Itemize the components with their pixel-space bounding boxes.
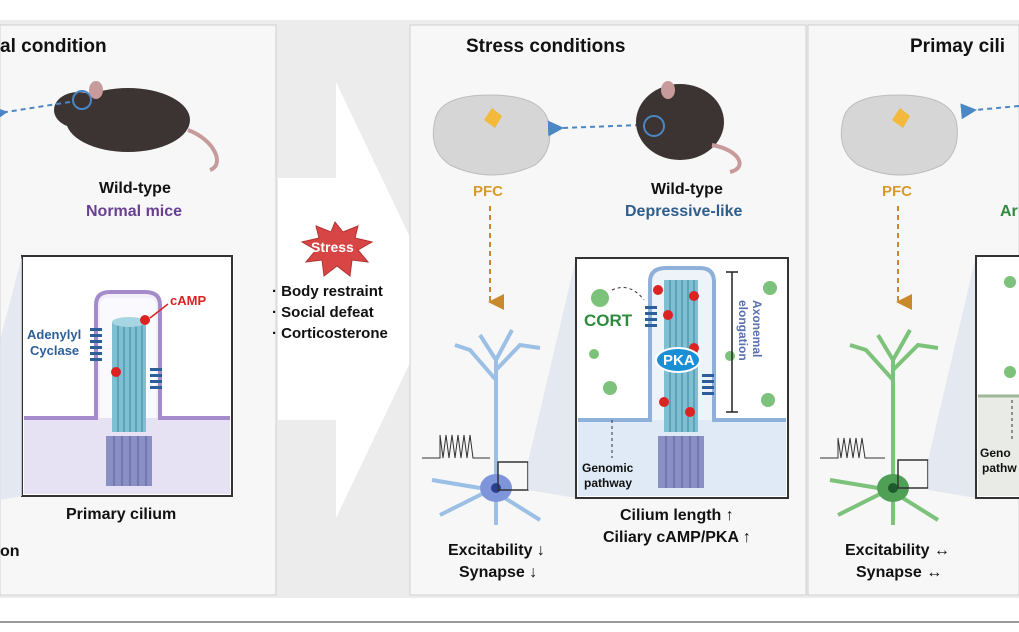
cort-label: CORT bbox=[584, 311, 633, 330]
axonemal-label-2: elongation bbox=[736, 300, 750, 361]
panel-primary-title: Primay cili bbox=[910, 36, 1006, 57]
mouse-label-fragment: Ar bbox=[1000, 203, 1018, 220]
outcome-excitability: Excitability ↓ bbox=[448, 542, 545, 559]
panel-primary-cilia bbox=[807, 24, 1019, 596]
neuron-icon bbox=[431, 329, 542, 525]
inset-caption-1: Cilium length ↑ bbox=[620, 507, 734, 524]
inset-caption: Primary cilium bbox=[66, 506, 177, 523]
cort-molecule-icon bbox=[589, 281, 777, 407]
panel-stress-title: Stress conditions bbox=[466, 36, 626, 57]
panel-normal-bottom-fragment: on bbox=[0, 543, 20, 560]
genomic-label-1: Geno bbox=[980, 446, 1011, 460]
pka-label: PKA bbox=[663, 352, 695, 369]
inset-stress-cilium bbox=[575, 257, 789, 499]
mouse-label-line2: Depressive-like bbox=[625, 203, 743, 220]
adenylyl-cyclase-icon bbox=[90, 328, 162, 389]
inset-caption-2: Ciliary cAMP/PKA ↑ bbox=[603, 529, 751, 546]
panel-stress bbox=[409, 24, 807, 596]
pfc-label: PFC bbox=[882, 183, 912, 200]
mouse-label-line1: Wild-type bbox=[99, 180, 171, 197]
pfc-label: PFC bbox=[473, 183, 503, 200]
outcome-synapse: Synapse ↔ bbox=[856, 564, 943, 581]
panel-normal bbox=[0, 24, 277, 596]
stress-arrow bbox=[278, 82, 440, 518]
adenylyl-label-2: Cyclase bbox=[30, 343, 80, 358]
stress-badge-label: Stress bbox=[311, 239, 354, 255]
adenylyl-label-1: Adenylyl bbox=[27, 327, 82, 342]
axonemal-label-1: Axonemal bbox=[750, 300, 764, 358]
stress-burst-icon bbox=[300, 221, 374, 277]
camp-label: cAMP bbox=[170, 293, 207, 308]
mouse-icon bbox=[636, 81, 742, 174]
genomic-label-2: pathway bbox=[584, 476, 633, 490]
panel-normal-title: al condition bbox=[0, 36, 107, 57]
inset-primary-cilia bbox=[975, 255, 1019, 499]
brain-icon bbox=[840, 94, 958, 176]
axonemal-label: Axonemal elongation bbox=[736, 300, 764, 361]
pka-badge bbox=[655, 347, 701, 373]
mouse-label-line1: Wild-type bbox=[651, 181, 723, 198]
outcome-synapse: Synapse ↓ bbox=[459, 564, 538, 581]
mouse-label-line2: Normal mice bbox=[86, 203, 183, 220]
brain-icon bbox=[432, 94, 551, 176]
neuron-icon bbox=[829, 329, 940, 525]
stress-item-2: · Social defeat bbox=[272, 304, 374, 321]
mouse-icon bbox=[54, 81, 219, 172]
inset-primary-cilium bbox=[21, 255, 233, 497]
stress-item-1: · Body restraint bbox=[272, 283, 383, 300]
stress-item-3: · Corticosterone bbox=[272, 325, 388, 342]
genomic-label-1: Genomic bbox=[582, 461, 634, 475]
genomic-label-2: pathw bbox=[982, 461, 1017, 475]
outcome-excitability: Excitability ↔ bbox=[845, 542, 950, 559]
